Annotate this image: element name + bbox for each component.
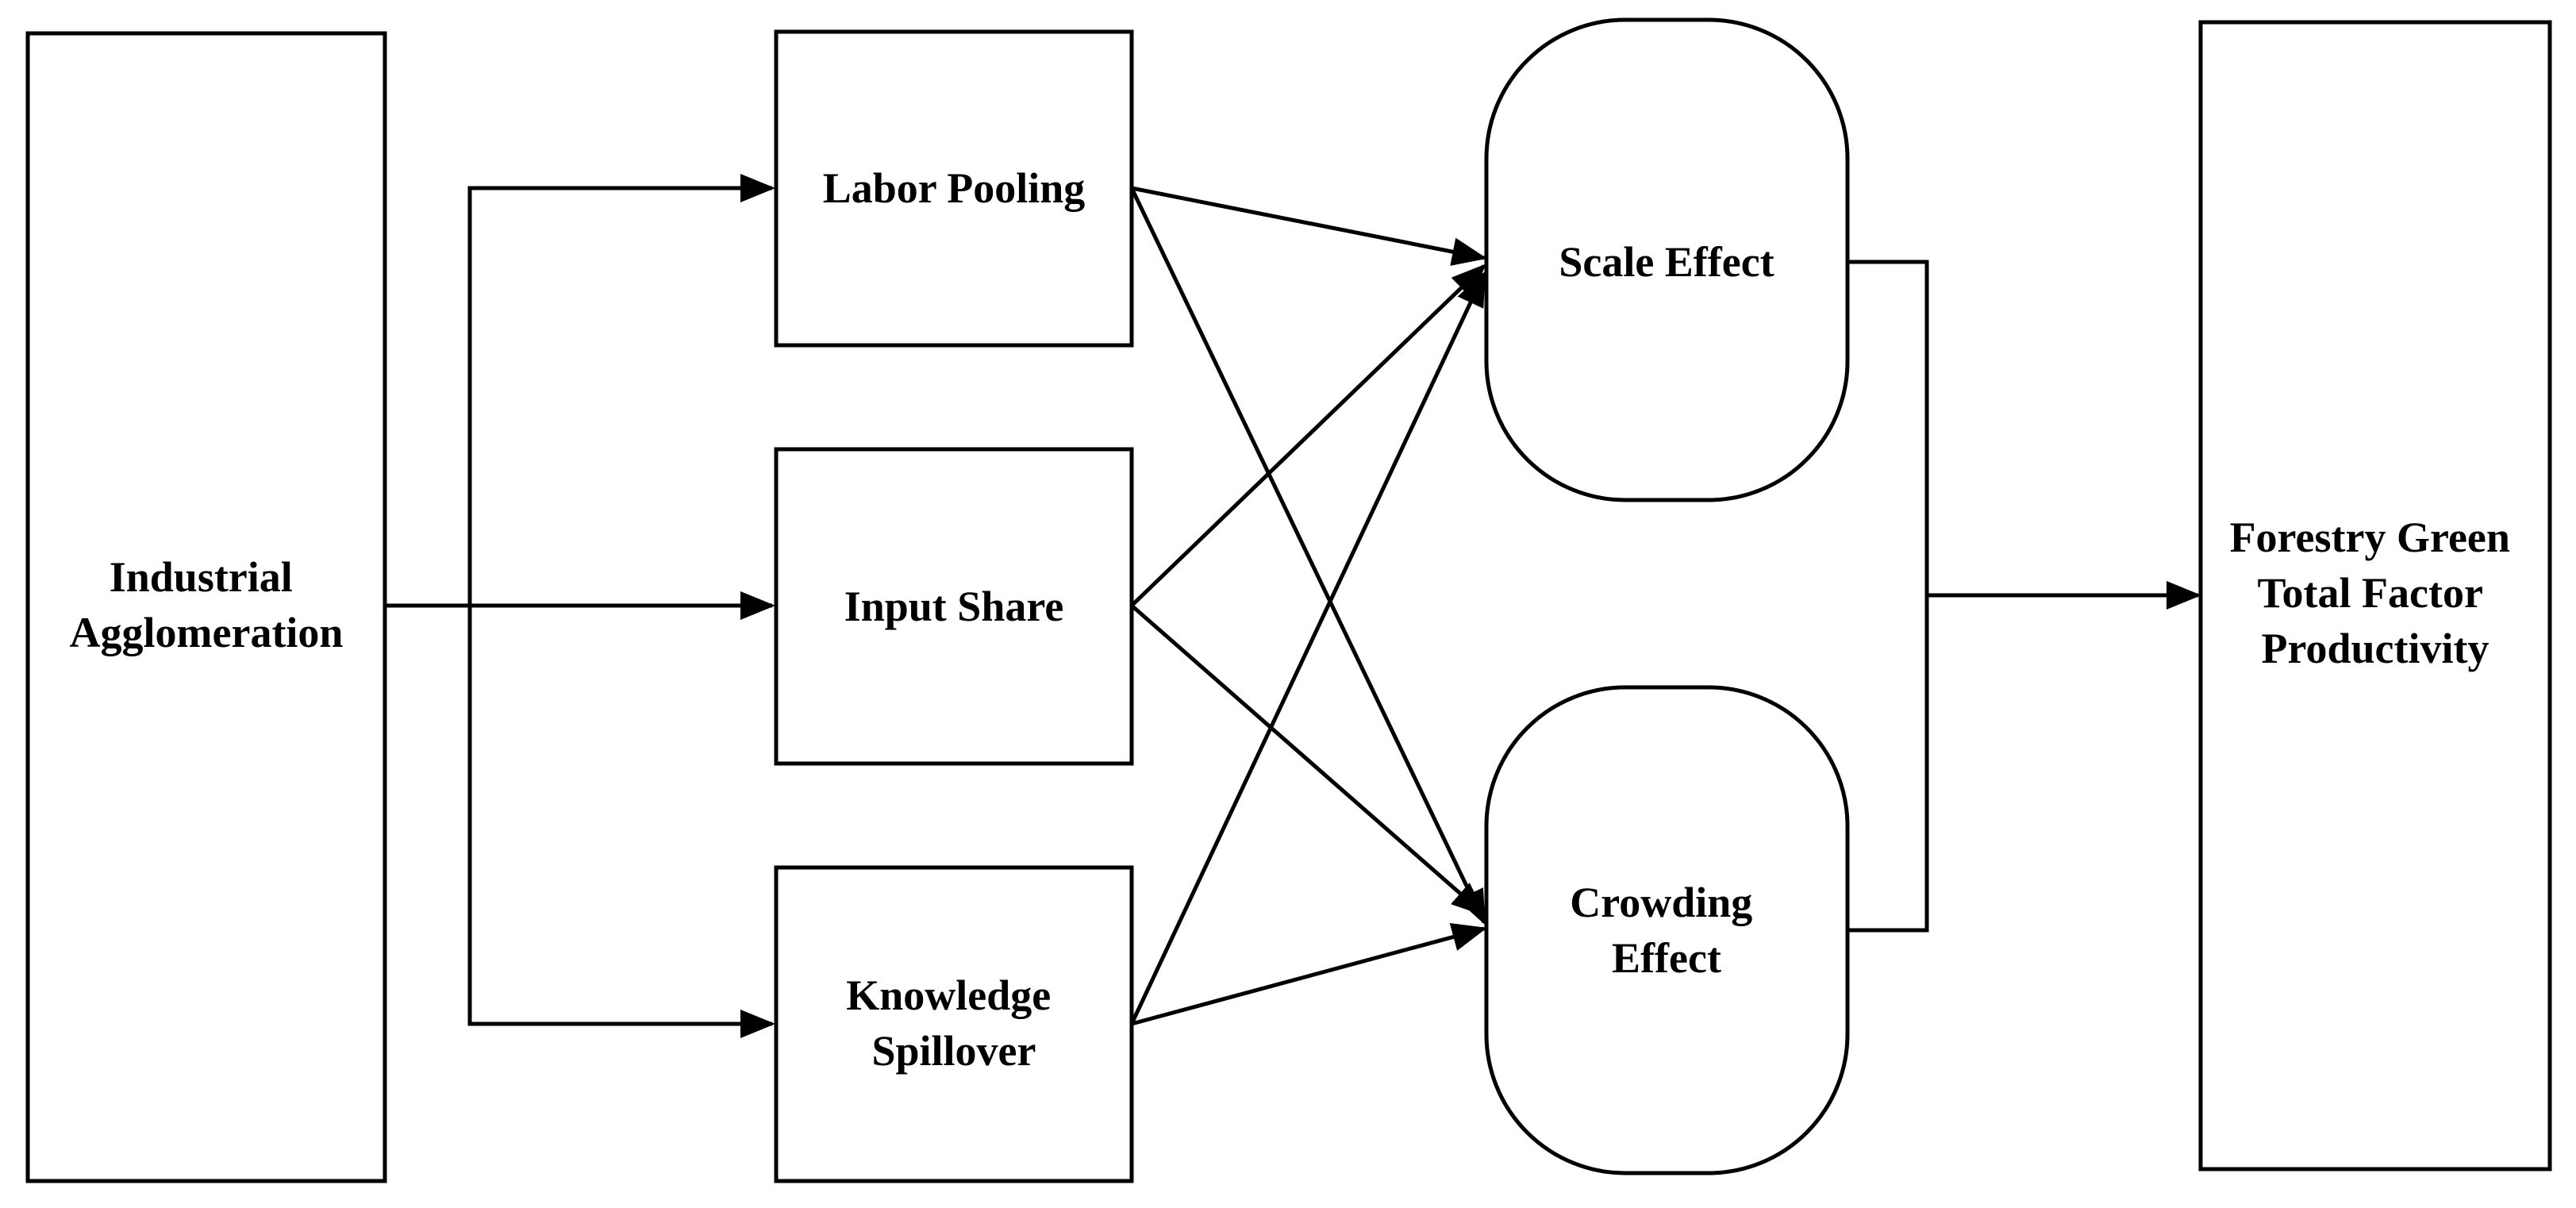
label-labor-pooling: Labor Pooling — [823, 164, 1086, 212]
edge-knowledge-spillover-to-crowding-effect — [1131, 923, 1487, 1026]
edge-input-share-to-crowding-effect — [1130, 604, 1487, 917]
edge-labor-pooling-to-crowding-effect — [1129, 187, 1486, 925]
label-industrial-agglomeration: Industrial Agglomeration — [70, 553, 344, 656]
label-crowding-effect: Crowding Effect — [1570, 879, 1763, 982]
edge-agglomeration-to-labor-pooling — [385, 174, 775, 608]
edge-labor-pooling-to-scale-effect — [1131, 186, 1487, 266]
node-forestry-green-tfp — [2198, 20, 2552, 1171]
node-input-share — [774, 447, 1134, 766]
edge-knowledge-spillover-to-scale-effect — [1129, 271, 1486, 1025]
node-crowding-effect — [1484, 685, 1850, 1175]
label-input-share: Input Share — [844, 583, 1064, 630]
label-forestry-green-tfp: Forestry Green Total Factor Productivity — [2230, 514, 2521, 672]
label-knowledge-spillover: Knowledge Spillover — [846, 971, 1062, 1075]
edge-input-share-to-scale-effect — [1130, 264, 1486, 607]
node-scale-effect — [1484, 17, 1850, 502]
node-industrial-agglomeration — [25, 31, 387, 1183]
node-knowledge-spillover — [774, 865, 1134, 1183]
node-labor-pooling — [774, 29, 1134, 348]
edge-agglomeration-to-knowledge-spillover — [467, 606, 775, 1038]
label-scale-effect: Scale Effect — [1559, 238, 1774, 286]
edge-scale-effect-to-bracket — [1847, 260, 1929, 933]
